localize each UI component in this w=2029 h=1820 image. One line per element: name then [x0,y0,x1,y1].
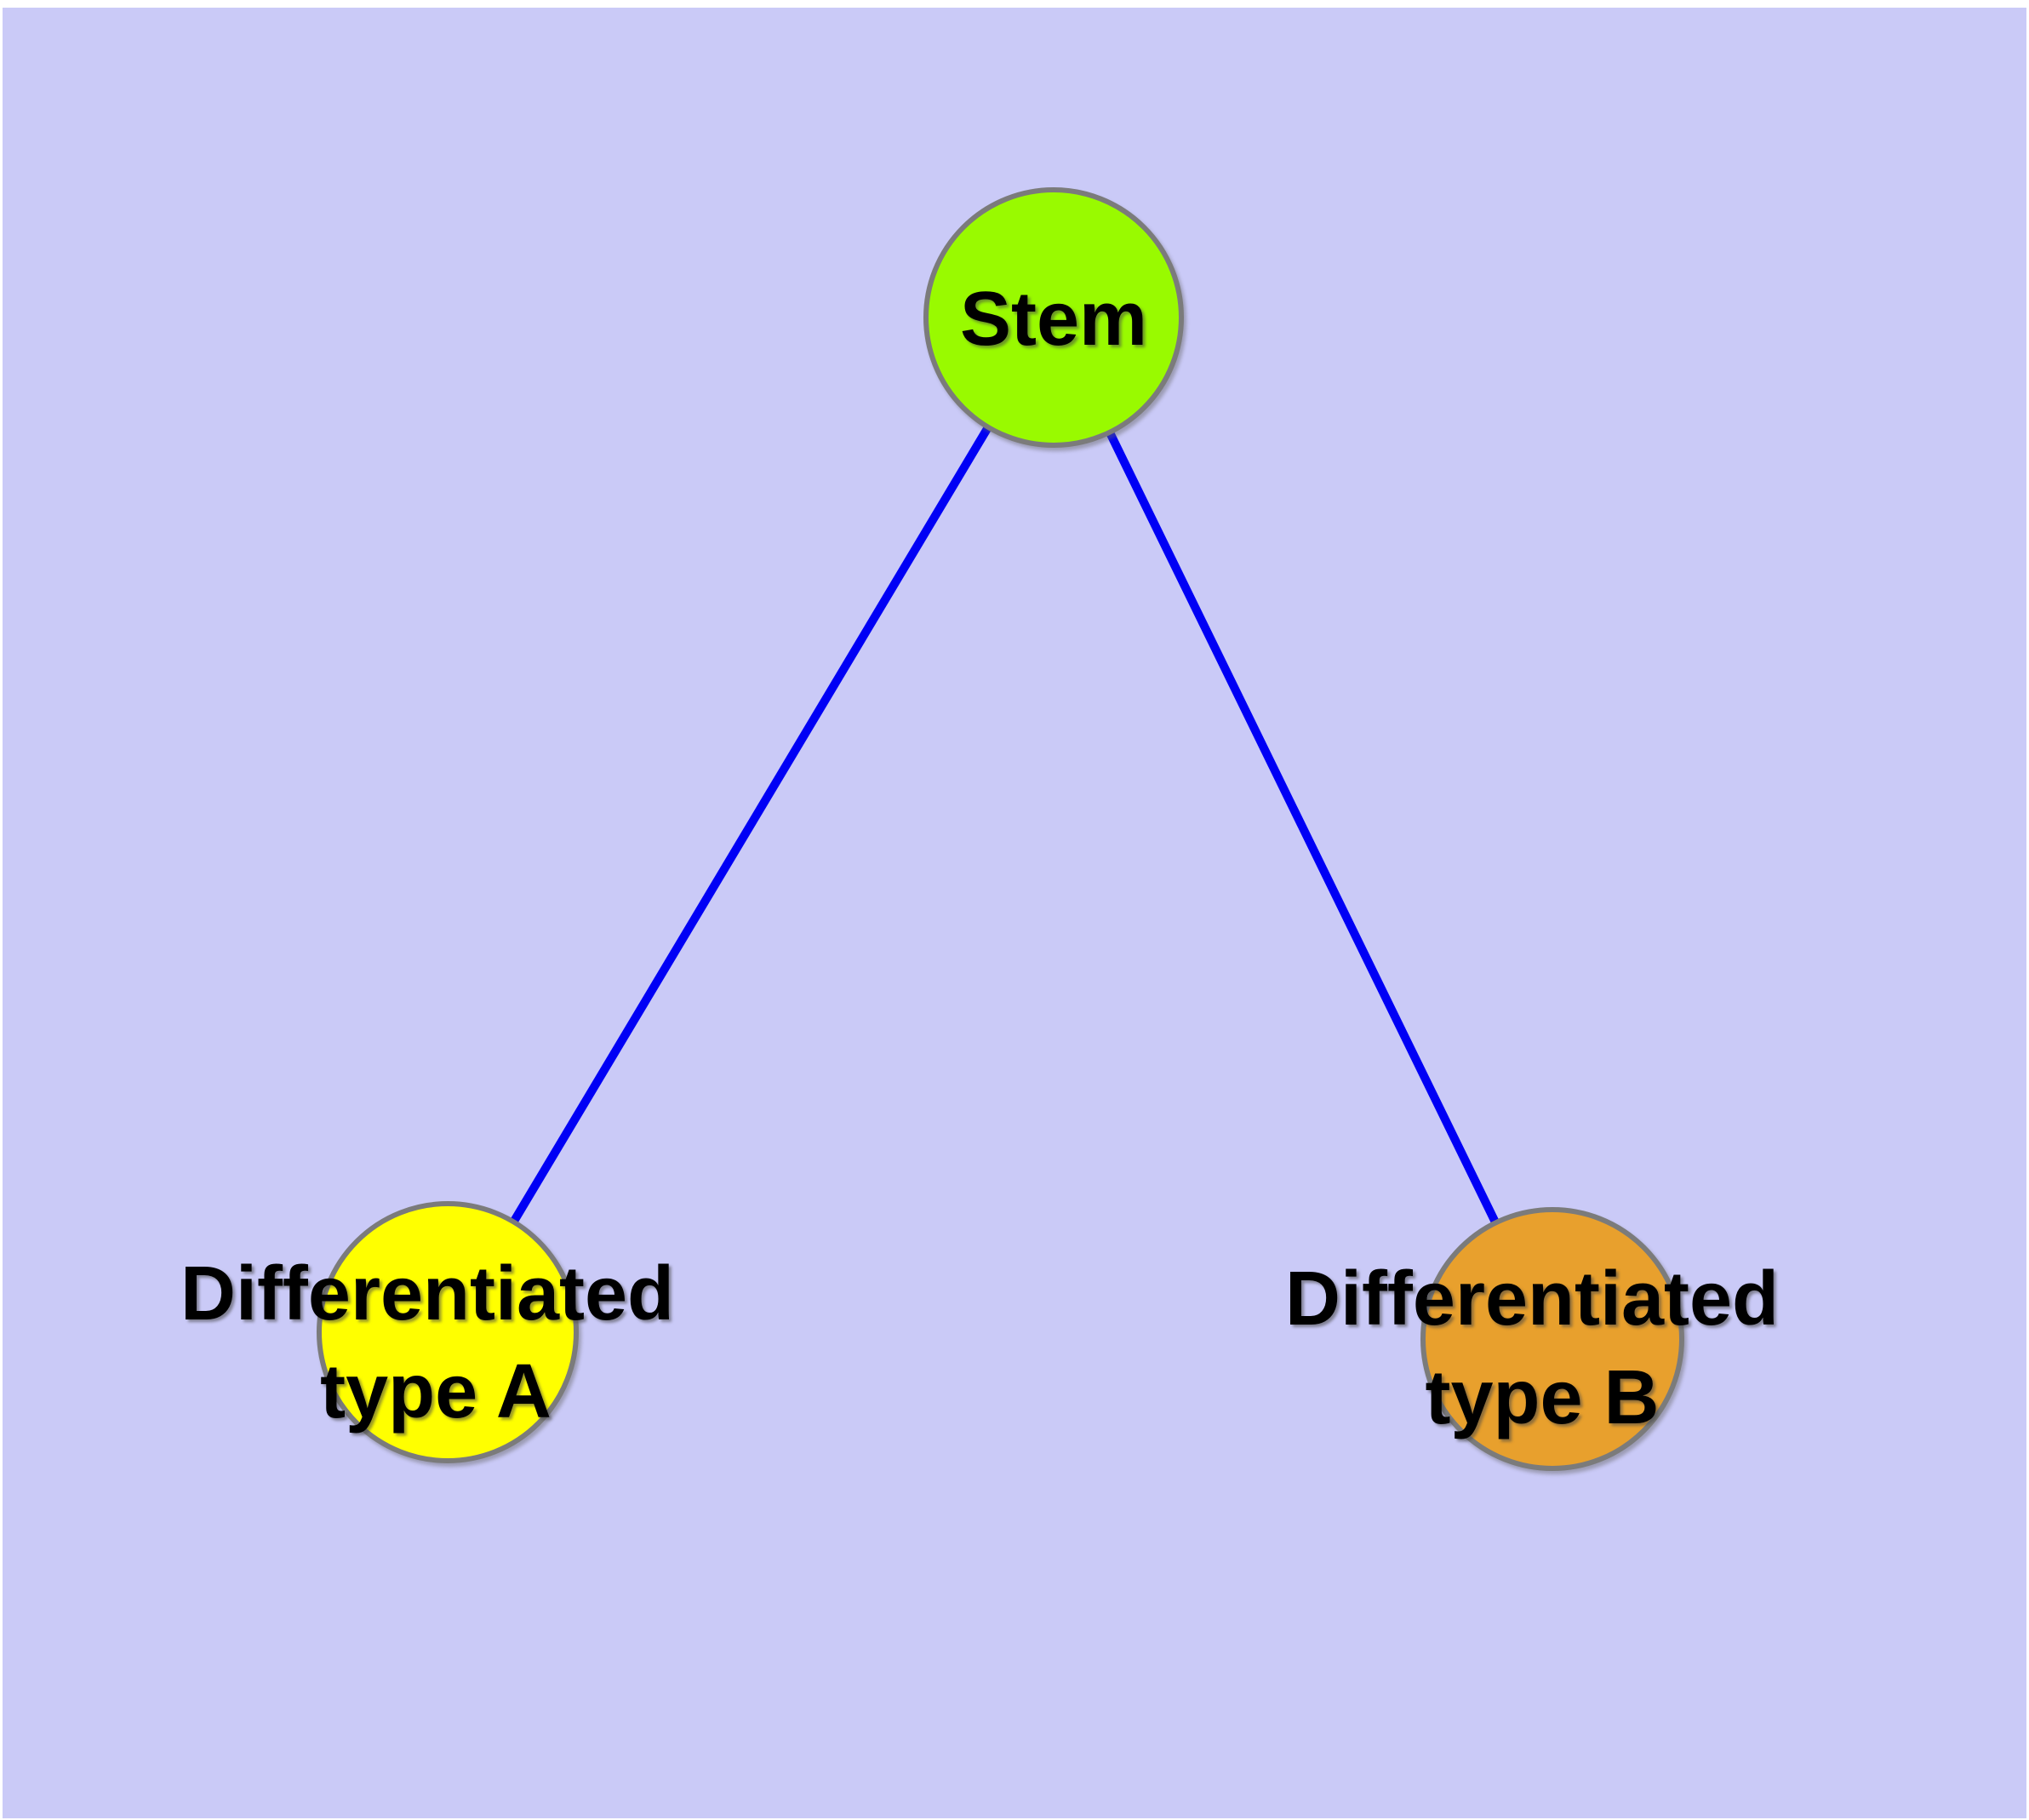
node-differentiated-type-b: Differentiated type B [1285,1207,1779,1471]
edge-stem-to-typeB [1049,315,1557,1342]
edge-layer [443,315,1557,1342]
node-differentiated-type-a: Differentiated type A [180,1201,674,1463]
node-stem: Stem [923,187,1184,448]
type-b-node-circle [1420,1207,1684,1471]
type-a-node-circle [317,1201,579,1463]
edge-stem-to-typeA [443,315,1058,1335]
type-a-node-label-line2: type A [320,1349,552,1434]
stem-node-label: Stem [960,277,1147,362]
type-b-node-label-line1: Differentiated [1285,1256,1779,1342]
type-b-node-label-line2: type B [1425,1355,1659,1440]
stem-node-circle [923,187,1184,448]
type-a-node-label-line1: Differentiated [180,1251,674,1336]
